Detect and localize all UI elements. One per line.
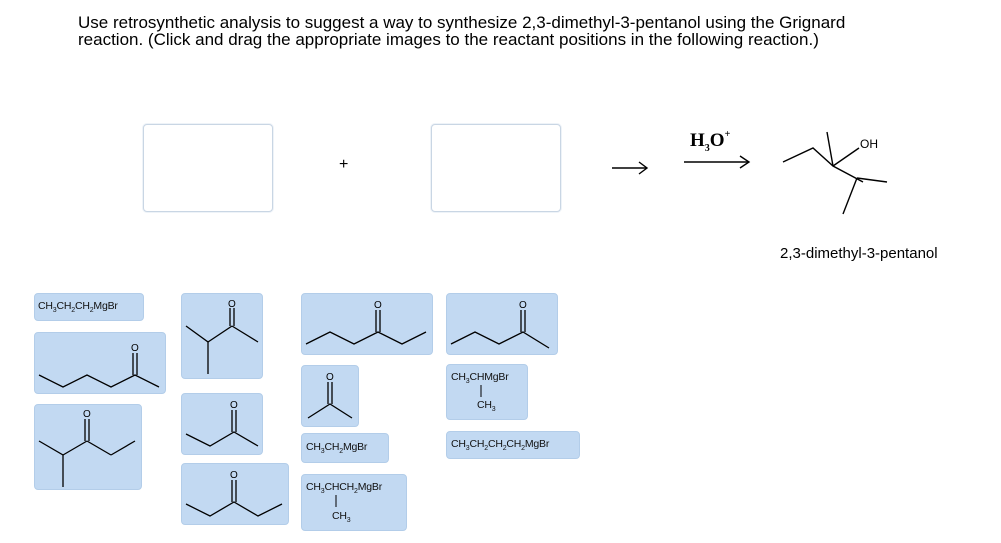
hydrolysis-arrow-icon: H3O+ [684, 129, 751, 169]
tile-2-pentanone[interactable]: O [446, 293, 558, 355]
oxygen-label: O [519, 300, 527, 311]
question-line-1: Use retrosynthetic analysis to suggest a… [78, 13, 846, 32]
oxygen-label: O [326, 372, 334, 383]
product-name: 2,3-dimethyl-3-pentanol [780, 245, 938, 262]
oxygen-label: O [230, 400, 238, 411]
structure-icon: O [185, 470, 283, 517]
structure-icon: O [38, 409, 136, 487]
tile-isopropyl-magnesium-bromide[interactable]: CH3CHMgBr CH3 [446, 364, 528, 420]
tile-3-methyl-2-butanone[interactable]: O [181, 293, 263, 379]
question-text: Use retrosynthetic analysis to suggest a… [78, 14, 988, 48]
bond-line-icon [335, 495, 337, 507]
reagent-label: H3O+ [690, 129, 731, 154]
tile-label: CH3CH2MgBr [306, 441, 368, 456]
tile-isobutyl-magnesium-bromide[interactable]: CH3CHCH2MgBr CH3 [301, 474, 407, 531]
reactant-drop-zone-1[interactable] [143, 124, 273, 212]
oxygen-label: O [131, 343, 139, 354]
tile-label: CH3CH2CH2MgBr [38, 300, 118, 315]
structure-icon: O [185, 299, 259, 374]
oxygen-label: O [374, 300, 382, 311]
tile-label-bottom: CH3 [332, 510, 351, 525]
tile-2-hexanone[interactable]: O [34, 332, 166, 394]
question-line-2: reaction. (Click and drag the appropriat… [78, 30, 819, 49]
tile-3-pentanone[interactable]: O [181, 463, 289, 525]
product-oh-label: OH [860, 137, 878, 151]
reaction-arrow-icon [612, 161, 649, 175]
oxygen-label: O [230, 470, 238, 481]
tile-label-bottom: CH3 [477, 399, 496, 414]
tile-3-hexanone[interactable]: O [301, 293, 433, 355]
structure-icon: O [38, 343, 160, 388]
product-structure [782, 131, 888, 215]
structure-icon: O [307, 372, 353, 419]
tile-label-top: CH3CHCH2MgBr [306, 481, 382, 496]
tile-3-methyl-2-pentanone[interactable]: O [34, 404, 142, 490]
bond-line-icon [480, 385, 482, 397]
tile-label-top: CH3CHMgBr [451, 371, 509, 386]
structure-icon: O [450, 300, 550, 349]
tile-ethyl-magnesium-bromide[interactable]: CH3CH2MgBr [301, 433, 389, 463]
plus-sign: + [339, 156, 349, 173]
tile-propyl-magnesium-bromide[interactable]: CH3CH2CH2MgBr [34, 293, 144, 321]
reactant-drop-zone-2[interactable] [431, 124, 561, 212]
tile-butyl-magnesium-bromide[interactable]: CH3CH2CH2CH2MgBr [446, 431, 580, 459]
structure-icon: O [185, 400, 259, 447]
oxygen-label: O [228, 299, 236, 310]
tile-label: CH3CH2CH2CH2MgBr [451, 438, 550, 453]
tile-acetone[interactable]: O [301, 365, 359, 427]
structure-icon: O [305, 300, 427, 345]
tile-2-butanone[interactable]: O [181, 393, 263, 455]
oxygen-label: O [83, 409, 91, 420]
